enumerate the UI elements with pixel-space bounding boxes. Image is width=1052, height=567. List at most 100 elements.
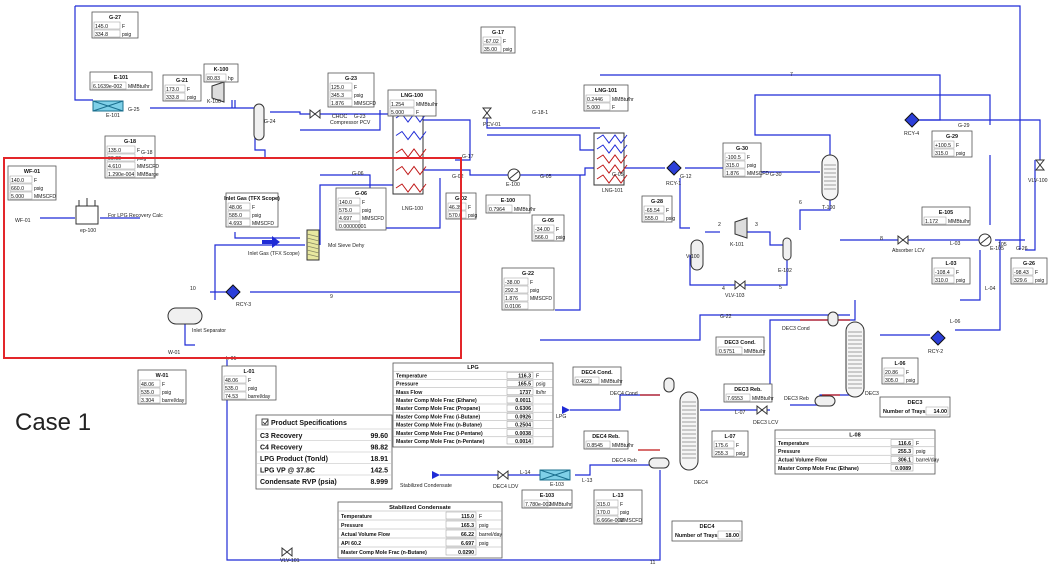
stream-unit: MMBtu/hr bbox=[752, 396, 774, 402]
stream-line bbox=[234, 232, 300, 239]
stream-value: 305.0 bbox=[885, 378, 898, 384]
unit-label-e100: E-100 bbox=[506, 182, 520, 188]
stream-box-title: L-03 bbox=[945, 261, 956, 267]
stream-unit: F bbox=[666, 208, 669, 214]
stream-value: 46.39 bbox=[449, 205, 462, 211]
stream-value: 0.2446 bbox=[587, 97, 603, 103]
stream-unit: MMBtu/hr bbox=[416, 102, 438, 108]
stream-value: 173.0 bbox=[166, 87, 179, 93]
tray-title: DEC4 bbox=[700, 524, 716, 530]
stream-unit: F bbox=[416, 110, 419, 116]
table-row-label: Mass Flow bbox=[396, 390, 423, 396]
unit-label-g02: G-02 bbox=[452, 174, 464, 180]
unit-label-dec3_reb: DEC3 Reb bbox=[784, 396, 809, 402]
unit-label-n2: 2 bbox=[718, 222, 721, 228]
product-arrow-lpg bbox=[562, 406, 570, 414]
stream-value: 0.7964 bbox=[489, 207, 505, 213]
table-row-label: Temperature bbox=[396, 373, 427, 379]
dec4-reboiler bbox=[648, 457, 670, 469]
table-row-label: Actual Volume Flow bbox=[341, 532, 391, 538]
stream-unit: psig bbox=[956, 151, 965, 157]
stream-line bbox=[520, 167, 595, 176]
stream-value: 48.06 bbox=[225, 378, 238, 384]
unit-label-g05: G-05 bbox=[540, 174, 552, 180]
unit-label-g18_1: G-18-1 bbox=[532, 110, 548, 116]
stream-line bbox=[1025, 160, 1036, 251]
stream-value: 555.0 bbox=[645, 216, 658, 222]
stream-box-title: E-105 bbox=[939, 210, 953, 216]
stream-unit: psig bbox=[354, 93, 363, 99]
table-row-label: Master Comp Mole Frac (Ethane) bbox=[778, 466, 859, 472]
table-row-label: Actual Volume Flow bbox=[778, 458, 828, 464]
unit-label-g06: G-06 bbox=[352, 171, 364, 177]
stream-box-title: G-21 bbox=[176, 78, 188, 84]
stream-unit: MMSCFD bbox=[137, 164, 159, 170]
stream-line bbox=[740, 231, 787, 246]
stream-line bbox=[270, 111, 395, 115]
table-row-unit: F bbox=[536, 373, 539, 379]
tray-value: 14.00 bbox=[934, 409, 948, 415]
stream-line bbox=[799, 195, 831, 230]
table-row-value: 0.6306 bbox=[515, 406, 531, 412]
stream-unit: MMSCFD bbox=[362, 216, 384, 222]
stream-value: 6.666e-002 bbox=[597, 518, 623, 524]
dec3-column bbox=[845, 321, 865, 398]
stream-unit: psig bbox=[620, 510, 629, 516]
stream-unit: psig bbox=[906, 378, 915, 384]
stream-value: 315.0 bbox=[935, 151, 948, 157]
stream-unit: psig bbox=[747, 163, 756, 169]
stream-value: 566.0 bbox=[535, 235, 548, 241]
product-specs-checkbox bbox=[261, 418, 269, 426]
stream-unit: psig bbox=[468, 213, 477, 219]
table-row-label: Master Comp Mole Frac (n-Butane) bbox=[341, 550, 427, 556]
stream-unit: psig bbox=[1035, 278, 1044, 284]
stream-unit: F bbox=[1035, 270, 1038, 276]
stream-value: 535.0 bbox=[225, 386, 238, 392]
stream-line bbox=[420, 169, 508, 176]
e-103-cooler bbox=[539, 469, 571, 481]
table-row-label: Temperature bbox=[778, 441, 809, 447]
stream-line bbox=[600, 74, 941, 121]
unit-label-n6: 6 bbox=[799, 200, 802, 206]
table-row-value: 255.3 bbox=[898, 449, 911, 455]
stream-unit: barrel/day bbox=[162, 398, 185, 404]
stream-unit: MMBtu/hr bbox=[514, 207, 536, 213]
stream-value: 3.304 bbox=[141, 398, 154, 404]
stream-value: +100.5 bbox=[935, 143, 951, 149]
stream-unit: psig bbox=[248, 386, 257, 392]
stream-unit: psig bbox=[556, 235, 565, 241]
stream-box-title: G-18 bbox=[124, 139, 136, 145]
table-row-unit: psig bbox=[536, 382, 546, 388]
e-102-drum bbox=[782, 237, 792, 261]
unit-label-chocoptr: CHOC bbox=[332, 114, 348, 120]
stream-unit: psig bbox=[34, 186, 43, 192]
unit-label-v100: V-100 bbox=[686, 254, 700, 260]
stream-unit: psig bbox=[362, 208, 371, 214]
stream-unit: psig bbox=[252, 213, 261, 219]
product-spec-value: 142.5 bbox=[370, 468, 388, 475]
stream-box-title: G-27 bbox=[109, 15, 121, 21]
stream-value: 0.5751 bbox=[719, 349, 735, 355]
stream-line bbox=[540, 314, 850, 341]
table-row-value: 0.0290 bbox=[458, 550, 474, 556]
stream-value: 0.8545 bbox=[587, 443, 603, 449]
stream-box-title: G-30 bbox=[736, 146, 748, 152]
stream-unit: psig bbox=[187, 95, 196, 101]
stream-box-title: L-13 bbox=[612, 493, 623, 499]
table-title: LPG bbox=[467, 365, 479, 371]
table-row-unit: barrel/day bbox=[479, 532, 502, 538]
ep-100-unit bbox=[75, 198, 99, 225]
stream-box-title: G-26 bbox=[1023, 261, 1035, 267]
